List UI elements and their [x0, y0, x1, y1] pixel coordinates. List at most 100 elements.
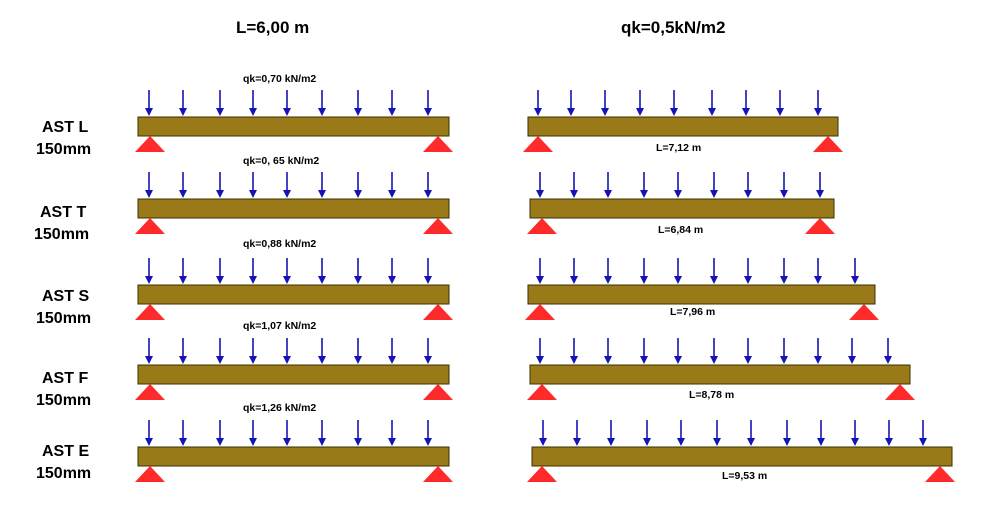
beam: [531, 446, 953, 467]
beam: [527, 116, 839, 137]
load-arrowhead-icon: [567, 108, 575, 116]
load-arrowhead-icon: [536, 190, 544, 198]
load-arrowhead-icon: [776, 108, 784, 116]
load-arrowhead-icon: [643, 438, 651, 446]
load-arrowhead-icon: [607, 438, 615, 446]
load-arrowhead-icon: [145, 356, 153, 364]
support-triangle-icon: [135, 466, 165, 482]
support-triangle-icon: [135, 218, 165, 234]
load-label-ast-e: qk=1,26 kN/m2: [243, 402, 317, 414]
beam: [529, 364, 911, 385]
beam: [527, 284, 876, 305]
load-arrowhead-icon: [848, 356, 856, 364]
load-arrowhead-icon: [145, 438, 153, 446]
load-arrowhead-icon: [388, 190, 396, 198]
load-arrowhead-icon: [884, 356, 892, 364]
load-arrowhead-icon: [354, 190, 362, 198]
load-arrowhead-icon: [354, 356, 362, 364]
load-arrowhead-icon: [216, 190, 224, 198]
load-arrowhead-icon: [816, 190, 824, 198]
load-arrowhead-icon: [283, 190, 291, 198]
load-arrowhead-icon: [216, 356, 224, 364]
load-arrowhead-icon: [814, 276, 822, 284]
load-arrowhead-icon: [744, 190, 752, 198]
load-arrowhead-icon: [570, 276, 578, 284]
support-triangle-icon: [849, 304, 879, 320]
load-arrowhead-icon: [249, 190, 257, 198]
load-arrowhead-icon: [814, 356, 822, 364]
load-arrowhead-icon: [604, 276, 612, 284]
load-arrowhead-icon: [674, 356, 682, 364]
load-arrowhead-icon: [424, 190, 432, 198]
support-triangle-icon: [423, 136, 453, 152]
beam: [137, 364, 450, 385]
panel-name: AST S: [42, 288, 90, 305]
panel-name: AST E: [42, 443, 90, 460]
load-arrowhead-icon: [636, 108, 644, 116]
load-arrowhead-icon: [145, 276, 153, 284]
load-label-ast-t: qk=0, 65 kN/m2: [243, 155, 320, 167]
row-label-ast-f: AST F 150mm: [36, 368, 91, 412]
load-arrowhead-icon: [885, 438, 893, 446]
load-arrowhead-icon: [747, 438, 755, 446]
load-arrowhead-icon: [601, 108, 609, 116]
load-arrowhead-icon: [670, 108, 678, 116]
load-arrowhead-icon: [640, 356, 648, 364]
load-arrowhead-icon: [783, 438, 791, 446]
load-arrowhead-icon: [604, 356, 612, 364]
load-arrowhead-icon: [710, 276, 718, 284]
load-arrowhead-icon: [216, 438, 224, 446]
support-triangle-icon: [523, 136, 553, 152]
load-arrowhead-icon: [780, 356, 788, 364]
load-arrowhead-icon: [674, 276, 682, 284]
support-triangle-icon: [527, 218, 557, 234]
beam: [529, 198, 835, 219]
load-arrowhead-icon: [677, 438, 685, 446]
load-arrowhead-icon: [249, 438, 257, 446]
load-arrowhead-icon: [388, 108, 396, 116]
load-arrowhead-icon: [424, 438, 432, 446]
support-triangle-icon: [813, 136, 843, 152]
load-arrowhead-icon: [249, 276, 257, 284]
span-label-ast-e: L=9,53 m: [722, 470, 768, 482]
load-arrowhead-icon: [216, 108, 224, 116]
support-triangle-icon: [527, 466, 557, 482]
load-label-ast-s: qk=0,88 kN/m2: [243, 238, 317, 250]
panel-thickness: 150mm: [36, 310, 92, 327]
row-label-ast-l: AST L 150mm: [36, 117, 91, 161]
support-triangle-icon: [525, 304, 555, 320]
load-arrowhead-icon: [283, 276, 291, 284]
load-arrowhead-icon: [814, 108, 822, 116]
load-arrowhead-icon: [674, 190, 682, 198]
load-arrowhead-icon: [710, 356, 718, 364]
load-arrowhead-icon: [318, 356, 326, 364]
beam: [137, 284, 450, 305]
load-arrowhead-icon: [851, 276, 859, 284]
span-label-ast-f: L=8,78 m: [689, 389, 735, 401]
load-arrowhead-icon: [424, 108, 432, 116]
row-label-ast-s: AST S 150mm: [36, 286, 91, 330]
support-triangle-icon: [135, 304, 165, 320]
support-triangle-icon: [423, 384, 453, 400]
load-arrowhead-icon: [179, 356, 187, 364]
beam: [137, 198, 450, 219]
span-label-ast-t: L=6,84 m: [658, 224, 704, 236]
load-arrowhead-icon: [145, 108, 153, 116]
support-triangle-icon: [925, 466, 955, 482]
support-triangle-icon: [885, 384, 915, 400]
load-arrowhead-icon: [354, 108, 362, 116]
load-arrowhead-icon: [354, 438, 362, 446]
load-arrowhead-icon: [713, 438, 721, 446]
row-label-ast-e: AST E 150mm: [36, 441, 91, 485]
panel-thickness: 150mm: [36, 465, 92, 482]
load-arrowhead-icon: [536, 276, 544, 284]
load-arrowhead-icon: [179, 108, 187, 116]
load-arrowhead-icon: [604, 190, 612, 198]
support-triangle-icon: [423, 466, 453, 482]
panel-name: AST L: [42, 119, 89, 136]
support-triangle-icon: [423, 218, 453, 234]
load-arrowhead-icon: [744, 356, 752, 364]
load-arrowhead-icon: [780, 276, 788, 284]
beam: [137, 446, 450, 467]
